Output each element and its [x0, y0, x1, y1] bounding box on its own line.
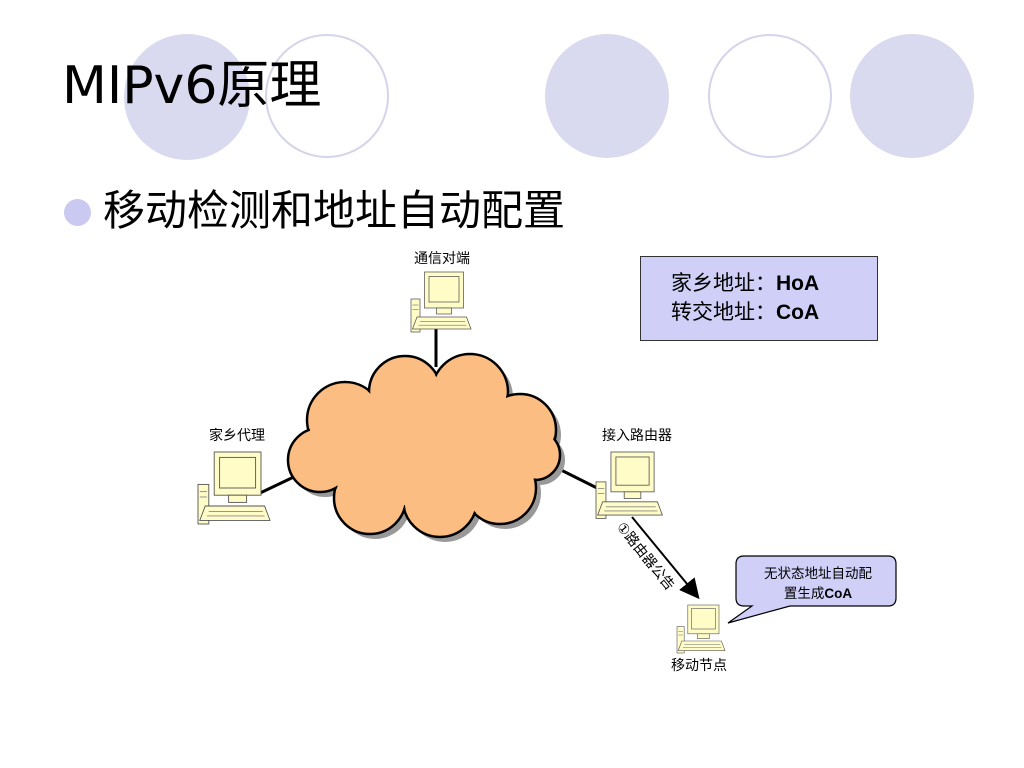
decorative-circle-4: [708, 34, 832, 158]
care-of-address-row: 转交地址：CoA: [671, 298, 877, 327]
access-router-label: 接入路由器: [602, 428, 672, 444]
callout-text: 无状态地址自动配 置生成CoA: [738, 565, 898, 604]
bullet-dot: [64, 199, 91, 226]
home-agent-computer-icon: [197, 451, 271, 525]
decorative-circle-5: [850, 34, 974, 158]
decorative-circle-2: [265, 34, 389, 158]
correspondent-computer-icon: [410, 271, 472, 333]
slide-title: MIPv6原理: [62, 56, 322, 116]
access-router-computer-icon: [595, 451, 663, 519]
callout-line-2-bold: CoA: [824, 586, 853, 601]
callout-line-1: 无状态地址自动配: [764, 566, 872, 582]
router-advertisement-label: ①路由器公告: [613, 519, 677, 593]
mobile-node-computer-icon: [676, 604, 726, 654]
care-of-address-value: CoA: [776, 301, 820, 324]
decorative-circle-1: [124, 34, 250, 160]
home-address-label: 家乡地址：: [671, 271, 776, 295]
bullet-text: 移动检测和地址自动配置: [103, 186, 566, 235]
mobile-node-label: 移动节点: [671, 658, 727, 674]
router-advertisement-arrow: [631, 516, 700, 600]
home-address-row: 家乡地址：HoA: [671, 269, 877, 298]
care-of-address-label: 转交地址：: [671, 300, 776, 324]
callout-line-2-prefix: 置生成: [783, 586, 825, 602]
address-legend-box: 家乡地址：HoA 转交地址：CoA: [640, 256, 878, 341]
home-agent-label: 家乡代理: [209, 428, 265, 444]
callout-bubble: [727, 555, 897, 624]
home-address-value: HoA: [776, 272, 820, 295]
correspondent-label: 通信对端: [414, 251, 470, 267]
decorative-circle-3: [545, 34, 669, 158]
callout-line-2: 置生成CoA: [738, 584, 898, 604]
